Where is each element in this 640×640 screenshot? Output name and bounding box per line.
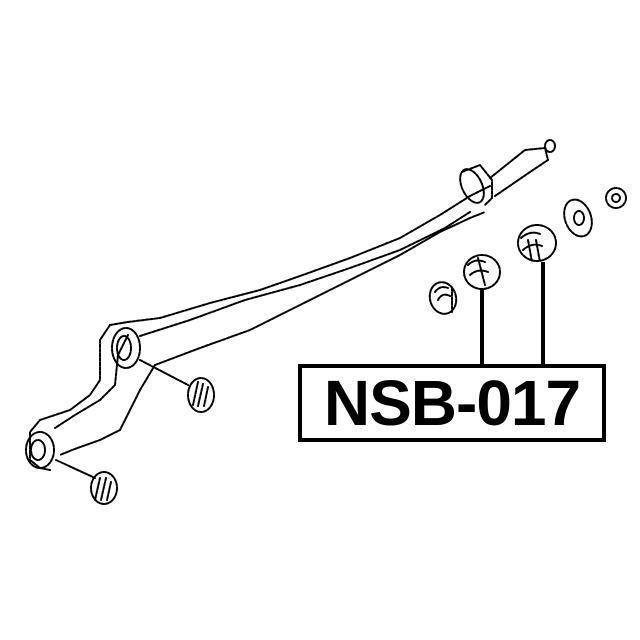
bushing-outer (517, 224, 557, 263)
bushing-lower-mount (90, 471, 118, 505)
washer-outer (563, 198, 593, 238)
part-number-callout: NSB-017 (298, 364, 606, 442)
arm-rod (25, 139, 556, 479)
callout-leaders (480, 262, 545, 366)
washer-inner (428, 281, 458, 315)
part-number-label: NSB-017 (323, 367, 581, 439)
bushing-upper-mount (187, 377, 215, 413)
bushing-inner (463, 254, 501, 290)
nut (605, 187, 627, 209)
